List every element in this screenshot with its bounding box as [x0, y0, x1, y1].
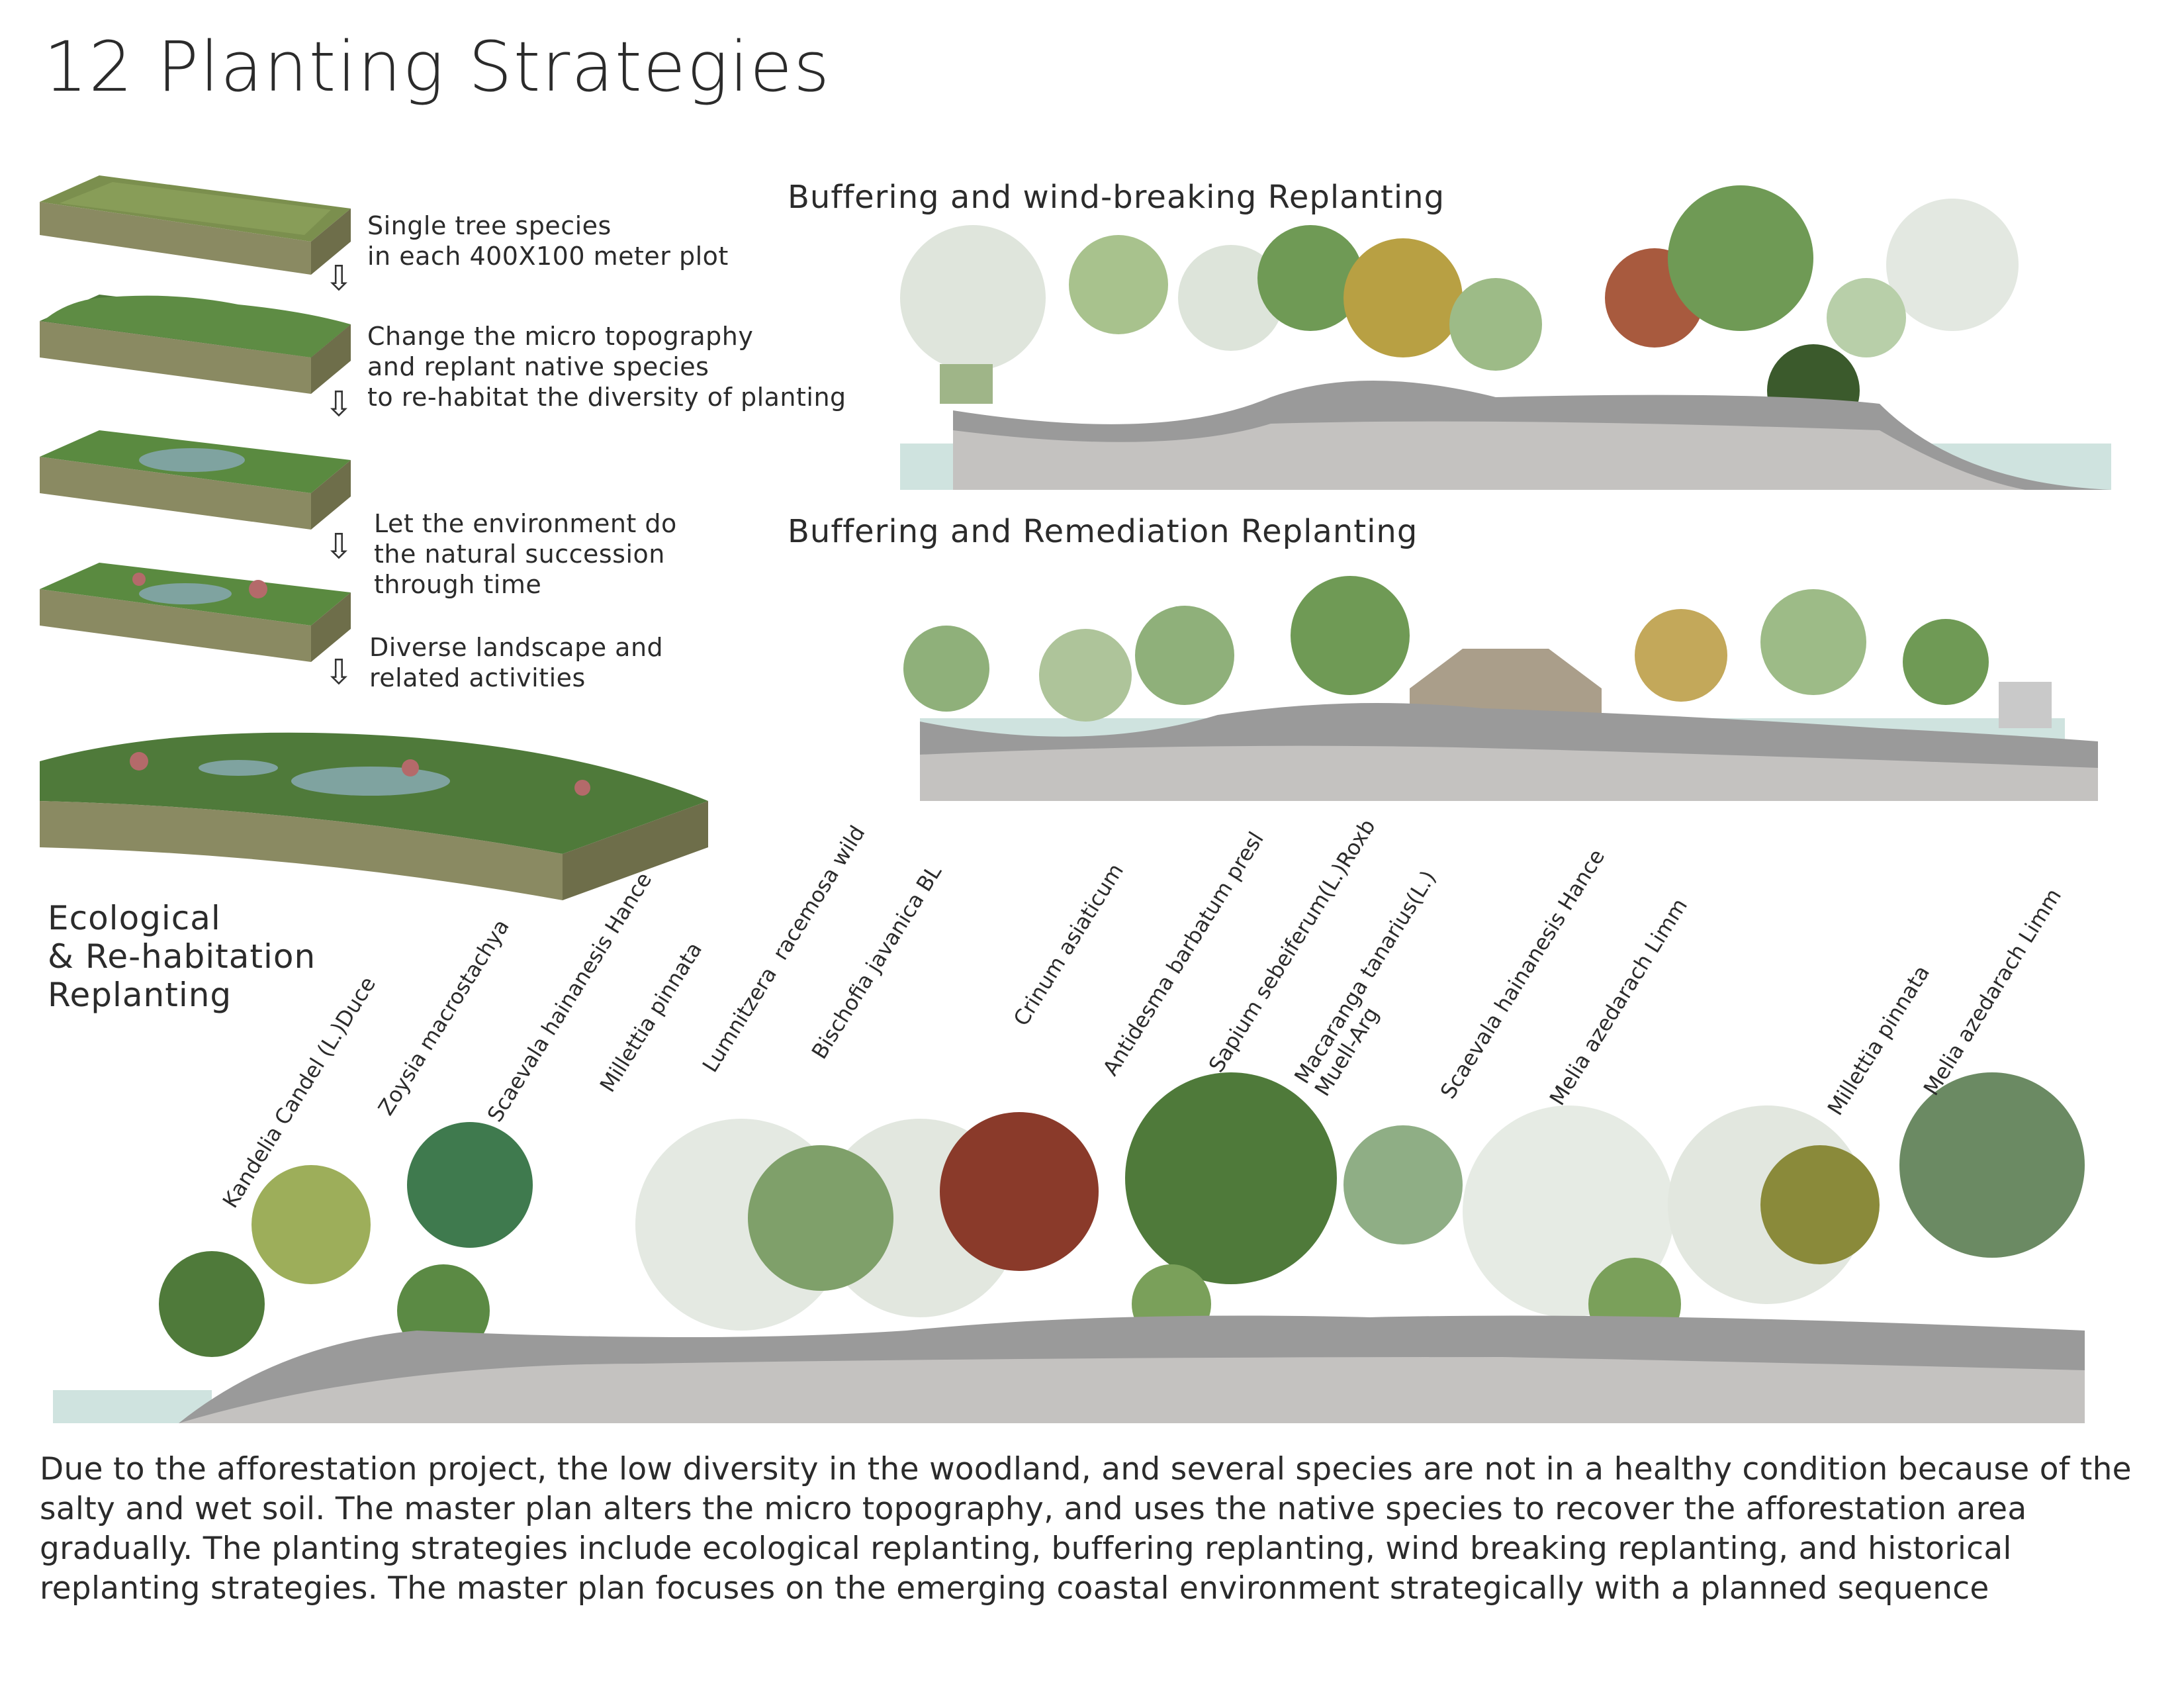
step-1-text: Single tree species in each 400X100 mete… [367, 211, 729, 271]
page-title: 12 Planting Strategies [44, 26, 831, 107]
terrain-block-large [40, 732, 708, 900]
terrain-block-1 [40, 175, 351, 275]
species-label: Crinum asiaticum [1008, 859, 1129, 1031]
step-3-text: Let the environment do the natural succe… [374, 509, 677, 599]
remediation-section-illustration [903, 576, 2098, 801]
step-2-text: Change the micro topography and replant … [367, 322, 846, 412]
terrain-block-3 [40, 430, 351, 530]
species-label: Lumnitzera racemosa wild [697, 821, 870, 1077]
ecological-section-illustration [53, 1072, 2085, 1423]
down-arrow-icon: ⇩ [324, 653, 353, 692]
windbreak-section-illustration [900, 185, 2111, 490]
step-4-text: Diverse landscape and related activities [369, 633, 664, 692]
down-arrow-icon: ⇩ [324, 385, 353, 424]
terrain-block-2 [40, 295, 351, 394]
terrain-block-4 [40, 563, 351, 662]
description-paragraph: Due to the afforestation project, the lo… [40, 1451, 2132, 1607]
down-arrow-icon: ⇩ [324, 259, 353, 299]
ecological-section-title: Ecological & Re-habitation Replanting [48, 899, 316, 1014]
windbreak-section-title: Buffering and wind-breaking Replanting [788, 179, 1445, 216]
down-arrow-icon: ⇩ [324, 527, 353, 567]
remediation-section-title: Buffering and Remediation Replanting [788, 513, 1418, 550]
